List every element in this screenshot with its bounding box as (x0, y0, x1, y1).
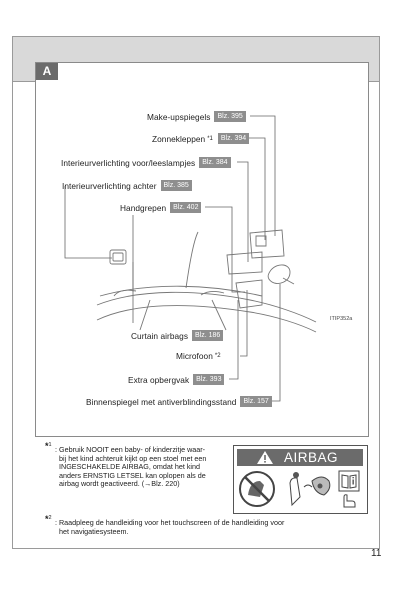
callout-zonnekleppen: Zonnekleppen*1 Blz. 394 (152, 133, 250, 144)
callout-binnenspiegel: Binnenspiegel met antiverblindingsstand … (86, 396, 272, 407)
callout-label: Interieurverlichting achter (62, 180, 157, 191)
airbag-label-title: AIRBAG (284, 450, 339, 465)
warning-triangle-icon (257, 451, 273, 464)
callout-interieurverlichting-achter: Interieurverlichting achter Blz. 385 (62, 180, 192, 191)
airbag-deploy-icon (282, 471, 334, 509)
callout-interieurverlichting-voor: Interieurverlichting voor/leeslampjes Bl… (61, 157, 231, 168)
leader-extra-opbergvak (229, 300, 239, 380)
leader-binnenspiegel (272, 284, 281, 402)
page-ref-badge[interactable]: Blz. 157 (240, 396, 272, 407)
airbag-pictograms (239, 470, 360, 509)
callout-label: Make-upspiegels (147, 111, 211, 122)
read-manual-icon (338, 470, 360, 508)
footnote-2-mark: *2 (45, 514, 52, 524)
callout-make-upspiegels: Make-upspiegels Blz. 395 (147, 111, 246, 122)
footnote-1-mark: *1 (45, 441, 52, 451)
footnote-line: airbag wordt geactiveerd. (→Blz. 220) (59, 479, 180, 489)
footnote-line: bij het kind achteruit kijkt op een stoe… (59, 453, 207, 463)
callout-handgrepen: Handgrepen Blz. 402 (120, 202, 202, 213)
image-code: ITIP352a (330, 316, 353, 322)
page-ref-badge[interactable]: Blz. 385 (160, 180, 192, 191)
callout-label: Microfoon (176, 351, 213, 361)
callout-label: Handgrepen (120, 202, 167, 213)
footnote-1: : Gebruik NOOIT een baby- of kinderzitje… (55, 445, 230, 489)
page-ref-badge[interactable]: Blz. 186 (192, 330, 224, 341)
footnote-line: : Gebruik NOOIT een baby- of kinderzitje… (55, 445, 206, 454)
page-number: 11 (371, 548, 382, 559)
footnote-line: het navigatiesysteem. (59, 526, 129, 536)
footnote-line: INGESCHAKELDE AIRBAG, omdat het kind (59, 462, 201, 472)
callout-label: Curtain airbags (131, 330, 189, 341)
footnote-line: anders ERNSTIG LETSEL kan oplopen als de (59, 470, 206, 480)
leader-handgrepen-right (205, 206, 245, 293)
airbag-warning-label: AIRBAG (233, 445, 368, 514)
page-ref-badge[interactable]: Blz. 393 (193, 374, 225, 385)
footnote-mark: *2 (214, 353, 221, 359)
section-badge: A (36, 63, 58, 80)
page-ref-badge[interactable]: Blz. 394 (217, 133, 250, 144)
callout-curtain-airbags: Curtain airbags Blz. 186 (131, 330, 224, 341)
no-rear-facing-seat-icon (239, 471, 275, 507)
page-ref-badge[interactable]: Blz. 384 (199, 157, 231, 168)
callout-extra-opbergvak: Extra opbergvak Blz. 393 (128, 374, 225, 385)
footnote-2: : Raadpleeg de handleiding voor het touc… (55, 518, 355, 536)
callout-label: Interieurverlichting voor/leeslampjes (61, 157, 196, 168)
airbag-label-header: AIRBAG (237, 449, 363, 466)
callout-label: Extra opbergvak (128, 374, 190, 385)
leader-zonnekleppen (249, 137, 266, 240)
footnote-mark: *1 (207, 135, 213, 142)
leader-make-upspiegels (250, 115, 276, 236)
callout-label: Zonnekleppen (152, 133, 206, 144)
footnote-line: : Raadpleeg de handleiding voor het touc… (55, 518, 285, 527)
page-ref-badge[interactable]: Blz. 402 (170, 202, 202, 213)
leader-interieurverlichting-achter (64, 186, 112, 259)
callout-microfoon: Microfoon*2 (176, 351, 222, 361)
leader-interieurverlichting-voor (237, 161, 249, 262)
page-ref-badge[interactable]: Blz. 395 (214, 111, 246, 122)
leader-microfoon (240, 290, 248, 357)
callout-label: Binnenspiegel met antiverblindingsstand (86, 396, 237, 407)
